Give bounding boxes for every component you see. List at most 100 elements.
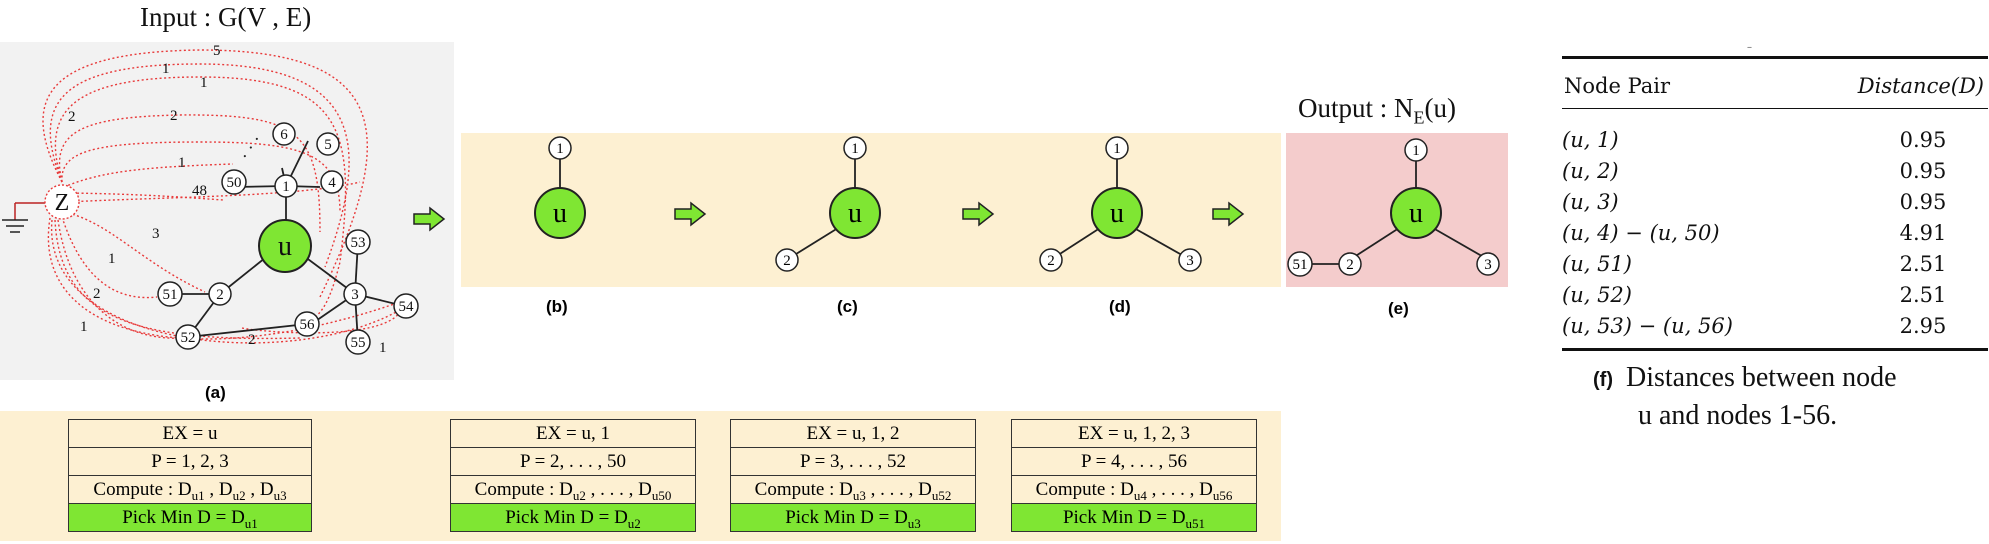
node-2	[1039, 248, 1063, 272]
node-3-label: 3	[351, 287, 359, 303]
node-51	[157, 281, 183, 307]
node-u-label: u	[1110, 198, 1124, 229]
panel-e-graph: 1 2 3 51 u	[1287, 138, 1500, 277]
step-box-2: EX = u, 1 P = 2, . . . , 50 Compute : Du…	[450, 419, 696, 532]
panel-c-graph: 1 2 u	[775, 136, 881, 272]
panel-b-graph: 1 u	[534, 136, 586, 239]
node-5-label: 5	[324, 137, 332, 153]
weight-label: 2	[68, 109, 76, 125]
header-distance: Distance(D)	[1857, 73, 1984, 98]
weight-label: 3	[152, 226, 160, 242]
node-5	[316, 132, 340, 156]
weight-label: 2	[93, 286, 101, 302]
node-1-label: 1	[1412, 143, 1420, 159]
node-52	[175, 324, 201, 350]
table-mid-rule	[1562, 108, 1988, 109]
table-row: (u, 2)0.95	[1562, 158, 1947, 183]
weight-label: 2	[170, 108, 178, 124]
node-1	[1404, 138, 1428, 162]
weight-label: 48	[192, 183, 207, 199]
weight-label: 1	[178, 155, 186, 171]
weight-label: 5	[213, 43, 221, 59]
table-row: (u, 1)0.95	[1562, 127, 1947, 152]
node-1	[1105, 136, 1129, 160]
node-u	[534, 187, 586, 239]
input-title: Input : G(V , E)	[140, 2, 312, 32]
node-u	[258, 219, 312, 273]
table-bottom-rule	[1562, 348, 1988, 351]
arrow-right-icon	[413, 206, 446, 232]
node-3-label: 3	[1484, 257, 1492, 273]
node-3	[1476, 252, 1500, 276]
node-1-label: 1	[556, 141, 564, 157]
node-54	[393, 293, 419, 319]
candidate-set: P = 2, . . . , 50	[451, 448, 695, 476]
table-caption-line2: u and nodes 1-56.	[1638, 400, 1838, 431]
node-2-label: 2	[1047, 253, 1055, 269]
table-row: (u, 4) − (u, 50)4.91	[1562, 220, 1947, 245]
table-row: (u, 3)0.95	[1562, 189, 1947, 214]
node-2-label: 2	[216, 287, 224, 303]
node-z	[44, 184, 80, 220]
node-51	[1287, 251, 1313, 277]
node-2	[775, 248, 799, 272]
explored-set: EX = u	[69, 420, 311, 448]
node-56	[294, 311, 320, 337]
weight-label: 1	[379, 340, 387, 356]
weight-label: 1	[80, 319, 88, 335]
node-1	[843, 136, 867, 160]
input-graph: Z u 1 6 5 4 50 2 51 52 56 3 53 54 55 · ·…	[0, 42, 454, 380]
distance-table-body: (u, 1)0.95 (u, 2)0.95 (u, 3)0.95 (u, 4) …	[1562, 124, 1988, 341]
node-1-label: 1	[1113, 141, 1121, 157]
node-51-label: 51	[163, 287, 178, 303]
arrow-right-icon	[1212, 201, 1245, 227]
node-55	[345, 329, 371, 355]
table-header: Node Pair Distance(D)	[1562, 70, 1988, 101]
node-u-label: u	[278, 231, 292, 262]
output-title: Output : NE(u)	[1298, 93, 1456, 128]
explored-set: EX = u, 1, 2	[731, 420, 975, 448]
node-u	[1091, 187, 1143, 239]
node-53	[345, 229, 371, 255]
candidate-set: P = 3, . . . , 52	[731, 448, 975, 476]
pick-min-row: Pick Min D = Du3	[731, 504, 975, 531]
panel-label-b: (b)	[546, 297, 568, 316]
node-u-label: u	[553, 198, 567, 229]
node-51-label: 51	[1293, 257, 1308, 273]
node-2	[1338, 252, 1362, 276]
neighbourhood-steps: 1 u 1 2 u 1 2 3 u 1 2	[534, 136, 1500, 277]
compute-row: Compute : Du4 , . . . , Du56	[1012, 476, 1256, 504]
panel-label-d: (d)	[1109, 297, 1131, 316]
node-50-label: 50	[227, 175, 242, 191]
arrow-right-icon	[962, 201, 995, 227]
pick-min-row: Pick Min D = Du2	[451, 504, 695, 531]
node-56-label: 56	[300, 317, 316, 333]
node-4-label: 4	[328, 175, 336, 191]
node-u	[1390, 187, 1442, 239]
node-u-label: u	[848, 198, 862, 229]
node-3	[1178, 248, 1202, 272]
candidate-set: P = 4, . . . , 56	[1012, 448, 1256, 476]
node-1	[548, 136, 572, 160]
table-caption: (f) Distances between node	[1593, 362, 1897, 393]
node-55-label: 55	[351, 335, 366, 351]
node-u-label: u	[1409, 198, 1423, 229]
node-50	[221, 169, 247, 195]
node-54-label: 54	[399, 299, 415, 315]
weight-label: 1	[162, 61, 170, 77]
weight-label: 2	[248, 332, 256, 348]
step-box-4: EX = u, 1, 2, 3 P = 4, . . . , 56 Comput…	[1011, 419, 1257, 532]
node-2-label: 2	[1346, 257, 1354, 273]
weight-label: 1	[200, 75, 208, 91]
pick-min-row: Pick Min D = Du1	[69, 504, 311, 531]
table-row: (u, 52)2.51	[1562, 282, 1947, 307]
panel-label-f: (f)	[1593, 369, 1613, 391]
panel-label-e: (e)	[1388, 299, 1409, 318]
table-row: (u, 53) − (u, 56)2.95	[1562, 313, 1947, 338]
node-u	[829, 187, 881, 239]
compute-row: Compute : Du1 , Du2 , Du3	[69, 476, 311, 504]
weight-label: 1	[108, 251, 116, 267]
explored-set: EX = u, 1	[451, 420, 695, 448]
step-box-3: EX = u, 1, 2 P = 3, . . . , 52 Compute :…	[730, 419, 976, 532]
distance-table: Node Pair Distance(D)	[1562, 70, 1988, 101]
